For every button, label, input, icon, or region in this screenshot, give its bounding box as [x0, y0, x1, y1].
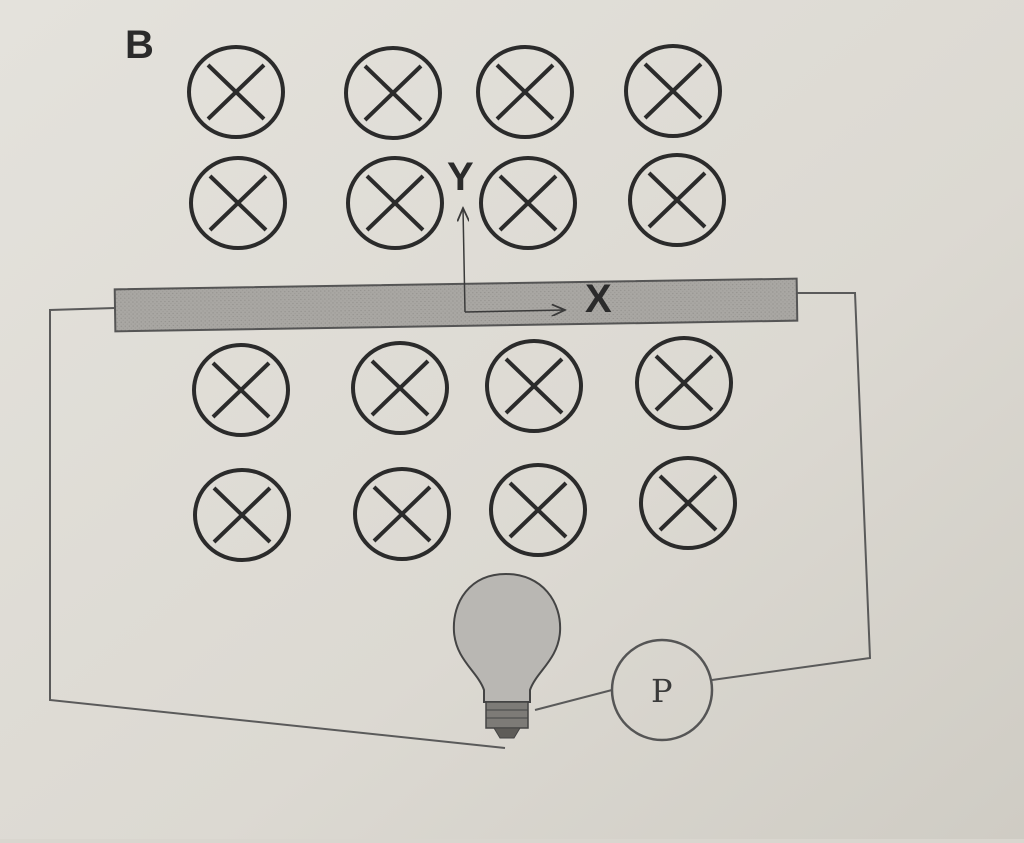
- x-axis-arrow: [464, 310, 565, 312]
- meter-label: P: [651, 672, 673, 710]
- field-into-page-icon: [193, 468, 291, 562]
- bulb-tip: [493, 727, 521, 739]
- field-into-page-icon: [635, 336, 733, 430]
- field-into-page-icon: [476, 45, 574, 139]
- bulb-base: [485, 701, 529, 729]
- field-into-page-icon: [189, 156, 287, 250]
- x-axis-label: X: [585, 277, 612, 321]
- conducting-rod: [113, 277, 799, 333]
- field-into-page-icon: [346, 156, 444, 250]
- field-into-page-icon: [344, 46, 442, 140]
- field-into-page-icon: [187, 45, 285, 139]
- y-axis-label: Y: [447, 155, 474, 199]
- field-label: B: [125, 23, 154, 67]
- field-into-page-icon: [485, 339, 583, 433]
- field-into-page-icon: [351, 341, 449, 435]
- field-into-page-icon: [192, 343, 290, 437]
- magnetic-field-grid: [187, 44, 737, 562]
- field-into-page-icon: [624, 44, 722, 138]
- circuit-wires: [49, 292, 872, 749]
- left-wire: [49, 307, 506, 749]
- meter-to-bulb-wire: [534, 689, 613, 711]
- axes: Y X: [447, 155, 612, 321]
- field-into-page-icon: [479, 156, 577, 250]
- field-into-page-icon: [489, 463, 587, 557]
- bulb-glass: [452, 572, 562, 703]
- field-into-page-icon: [628, 153, 726, 247]
- right-wire: [711, 292, 872, 681]
- field-into-page-icon: [353, 467, 451, 561]
- meter: P: [610, 638, 714, 742]
- field-into-page-icon: [639, 456, 737, 550]
- meter-circle: [610, 638, 714, 742]
- light-bulb: [452, 572, 562, 739]
- y-axis-arrow: [463, 208, 465, 313]
